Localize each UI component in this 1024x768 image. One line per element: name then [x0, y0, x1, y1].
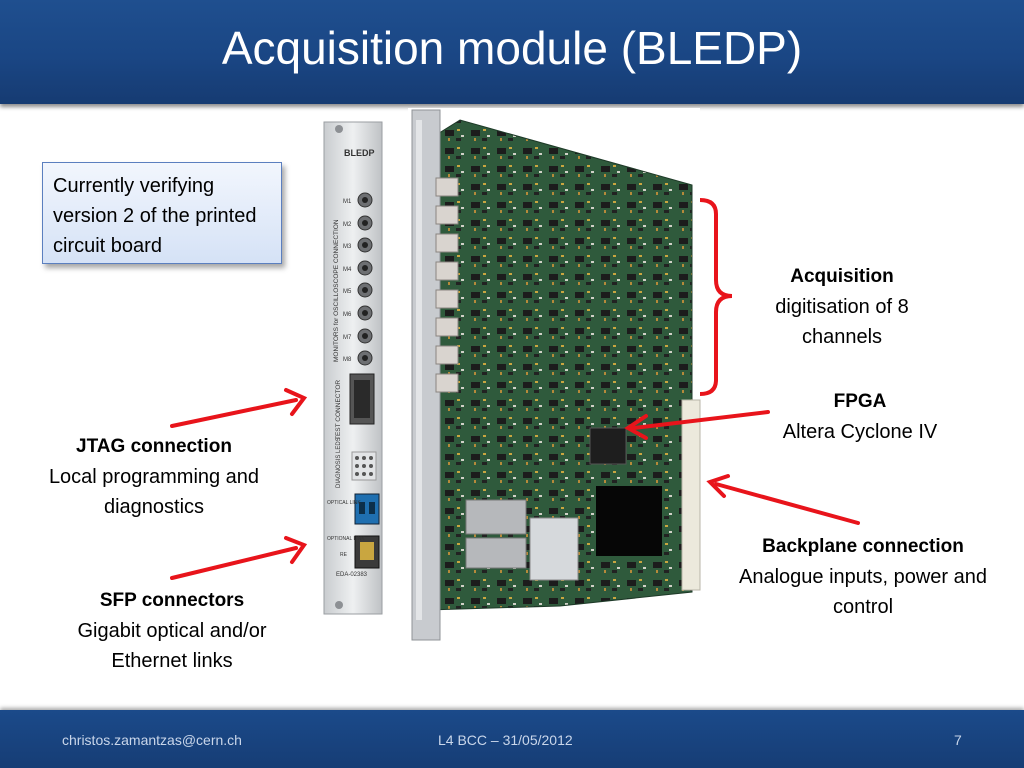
acquisition-desc: digitisation of 8 channels: [775, 296, 909, 348]
acquisition-bracket: [699, 198, 733, 396]
sfp-title: SFP connectors: [99, 590, 245, 611]
fpga-desc: Altera Cyclone IV: [782, 421, 938, 443]
sfp-cages: [465, 499, 527, 569]
diagnosis-label: DIAGNOSIS LEDS: [336, 437, 342, 488]
jtag-title: JTAG connection: [76, 436, 232, 457]
backplane-connector: [681, 399, 701, 591]
board-connectors: [435, 177, 459, 393]
panel-labels: BLEDP M1 M2 M3 M4 M5 M6 M7 M8 MONITORS f…: [327, 148, 375, 578]
jtag-label: JTAG connection Local programming and di…: [46, 432, 262, 522]
monitor-label: MONITORS for OSCILLOSCOPE CONNECTION: [333, 219, 340, 362]
optical-link-port: [354, 493, 380, 525]
fpga-label: FPGA Altera Cyclone IV: [762, 387, 958, 447]
jtag-arrow: [170, 398, 298, 428]
serial-label: EDA-02383: [336, 572, 368, 578]
fpga-title: FPGA: [833, 391, 887, 412]
jtag-desc: Local programming and diagnostics: [48, 466, 260, 518]
sfp-label: SFP connectors Gigabit optical and/or Et…: [46, 586, 298, 676]
footer-event: L4 BCC – 31/05/2012: [438, 732, 573, 748]
status-callout: Currently verifying version 2 of the pri…: [42, 162, 282, 264]
front-panel: [323, 121, 383, 615]
footer-bar: christos.zamantzas@cern.ch L4 BCC – 31/0…: [0, 710, 1024, 768]
pcb-board: [408, 108, 701, 641]
rev-label: RE: [340, 552, 348, 558]
backplane-desc: Analogue inputs, power and control: [739, 566, 987, 618]
optional-link-label: OPTIONAL LINK: [327, 536, 365, 542]
power-module: [596, 486, 662, 556]
port-label-m3: M3: [343, 244, 352, 250]
fpga-arrow: [632, 410, 770, 430]
backplane-arrow: [714, 482, 860, 525]
fpga-chip: [589, 427, 627, 465]
port-label-m1: M1: [343, 199, 352, 205]
footer-email: christos.zamantzas@cern.ch: [62, 732, 242, 748]
panel-name: BLEDP: [344, 148, 375, 158]
diagnosis-leds: [351, 451, 377, 481]
acquisition-label: Acquisition digitisation of 8 channels: [752, 262, 932, 352]
sfp-desc: Gigabit optical and/or Ethernet links: [77, 620, 267, 672]
port-label-m7: M7: [343, 335, 352, 341]
backplane-title: Backplane connection: [762, 536, 964, 557]
title-bar: Acquisition module (BLEDP): [0, 0, 1024, 104]
slide-title: Acquisition module (BLEDP): [221, 22, 803, 74]
sfp-arrow: [170, 546, 298, 580]
annotation-arrows: [170, 388, 860, 580]
test-connector-label: TEST CONNECTOR: [335, 380, 342, 440]
port-label-m6: M6: [343, 312, 352, 318]
page-number: 7: [954, 732, 962, 748]
port-label-m4: M4: [343, 267, 352, 273]
acquisition-title: Acquisition: [790, 266, 894, 287]
backplane-label: Backplane connection Analogue inputs, po…: [728, 532, 998, 622]
port-label-m2: M2: [343, 222, 352, 228]
port-label-m8: M8: [343, 357, 352, 363]
monitor-connectors: [357, 192, 373, 366]
port-label-m5: M5: [343, 289, 352, 295]
optical-link-label: OPTICAL LINK: [327, 500, 361, 506]
heatsink: [529, 517, 579, 581]
